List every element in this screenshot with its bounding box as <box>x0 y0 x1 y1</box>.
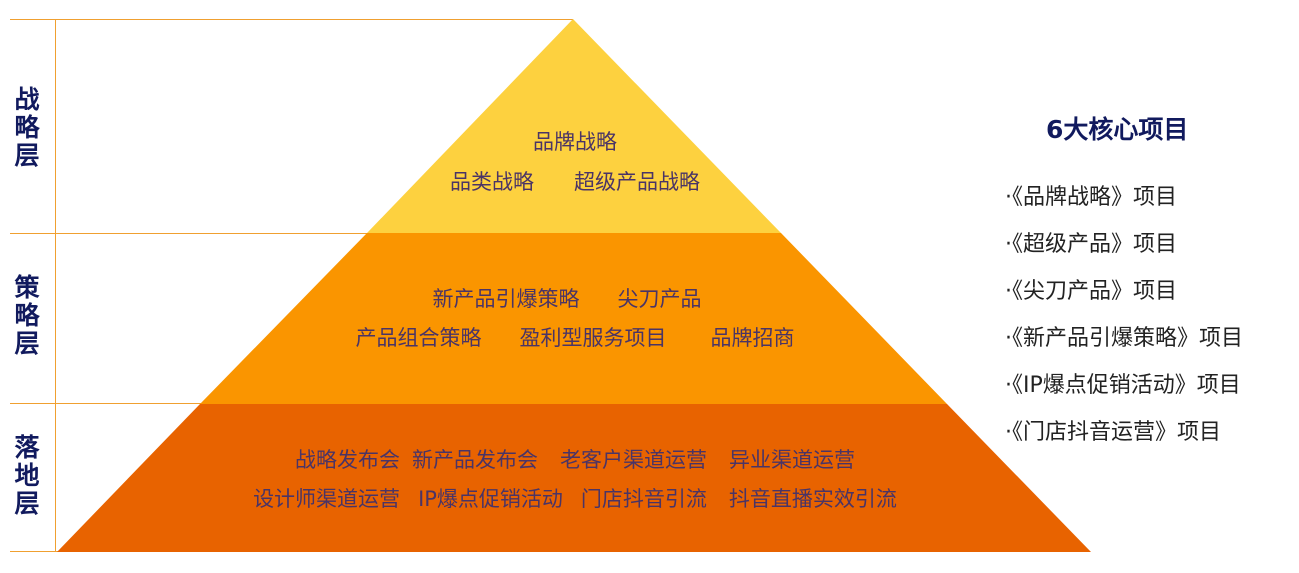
list-item: ·《超级产品》项目 <box>1005 232 1177 257</box>
tactics-row-1: 新产品引爆策略 尖刀产品 <box>0 283 1142 313</box>
pyramid-bottom-tier <box>57 404 1091 552</box>
list-item: ·《新产品引爆策略》项目 <box>1005 326 1243 351</box>
pyramid-top-tier <box>367 19 781 233</box>
core-projects-list: ·《品牌战略》项目 ·《超级产品》项目 ·《尖刀产品》项目 ·《新产品引爆策略》… <box>1005 183 1243 465</box>
execution-row-2: 设计师渠道运营 IP爆点促销活动门店抖音引流抖音直播实效引流 <box>0 483 1150 513</box>
item: 尖刀产品 <box>617 287 702 311</box>
item: 设计师渠道运营 <box>253 487 401 511</box>
item: 品牌战略 <box>533 130 617 154</box>
list-item: ·《门店抖音运营》项目 <box>1005 420 1221 445</box>
item: 战略发布会 <box>295 448 400 472</box>
layer-label-strategy: 战略层 <box>14 85 40 170</box>
item: IP爆点促销活动 <box>418 487 563 511</box>
list-item: ·《尖刀产品》项目 <box>1005 279 1177 304</box>
item: 盈利型服务项目 <box>519 326 667 350</box>
item: 超级产品战略 <box>574 170 700 194</box>
item: 产品组合策略 <box>355 326 482 350</box>
execution-row-1: 战略发布会新产品发布会老客户渠道运营异业渠道运营 <box>0 444 1150 474</box>
core-projects-title: 6大核心项目 <box>1046 115 1189 144</box>
list-item: ·《品牌战略》项目 <box>1005 185 1177 210</box>
layer-label-execution: 落地层 <box>14 433 40 518</box>
item: 品牌招商 <box>710 326 795 350</box>
item: 新产品发布会 <box>412 448 538 472</box>
item: 品类战略 <box>450 170 534 194</box>
layer-label-tactics: 策略层 <box>14 273 40 358</box>
item: 门店抖音引流 <box>580 487 707 511</box>
item: 老客户渠道运营 <box>560 448 707 472</box>
strategy-row-2: 品类战略 超级产品战略 <box>0 166 1150 196</box>
tactics-row-2: 产品组合策略 盈利型服务项目 品牌招商 <box>0 322 1150 352</box>
list-item: ·《IP爆点促销活动》项目 <box>1005 373 1241 398</box>
strategy-row-1: 品牌战略 <box>0 126 1150 156</box>
pyramid-middle-tier <box>200 233 947 404</box>
item: 异业渠道运营 <box>729 448 855 472</box>
item: 抖音直播实效引流 <box>728 487 897 511</box>
item: 新产品引爆策略 <box>432 287 580 311</box>
